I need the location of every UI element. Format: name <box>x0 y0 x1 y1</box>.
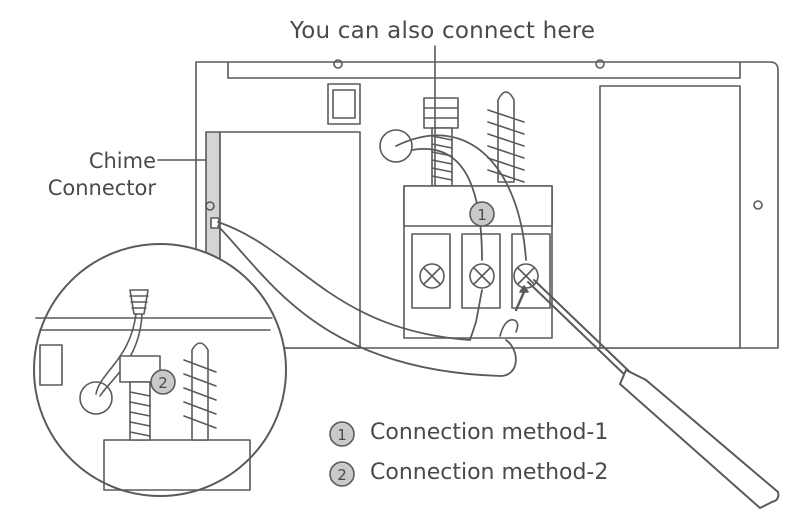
terminal-screw-3 <box>513 263 539 289</box>
legend-item-2: Connection method-2 <box>370 460 609 485</box>
terminal-screw-2 <box>469 263 495 289</box>
top-note-label: You can also connect here <box>290 18 596 44</box>
chime-label-line1: Chime <box>88 149 156 173</box>
spring-post <box>487 91 525 183</box>
screwdriver <box>527 279 780 509</box>
legend-marker-1-text: 1 <box>337 426 347 444</box>
marker-1-text: 1 <box>477 206 487 224</box>
threaded-post <box>423 97 459 187</box>
legend-marker-1: 1 <box>329 421 355 447</box>
marker-1: 1 <box>469 201 495 227</box>
legend-marker-2: 2 <box>329 461 355 487</box>
chime-label-line2: Connector <box>47 176 156 200</box>
legend-item-1: Connection method-1 <box>370 420 609 445</box>
wires <box>217 134 527 377</box>
legend-marker-2-text: 2 <box>337 466 347 484</box>
right-panel <box>599 85 763 349</box>
marker-2-text: 2 <box>158 374 168 392</box>
fork-terminal <box>499 285 529 337</box>
marker-2: 2 <box>150 369 176 395</box>
terminal-block <box>403 185 553 339</box>
terminal-screw-1 <box>419 263 445 289</box>
chime-connector-label: Chime Connector <box>28 148 156 202</box>
